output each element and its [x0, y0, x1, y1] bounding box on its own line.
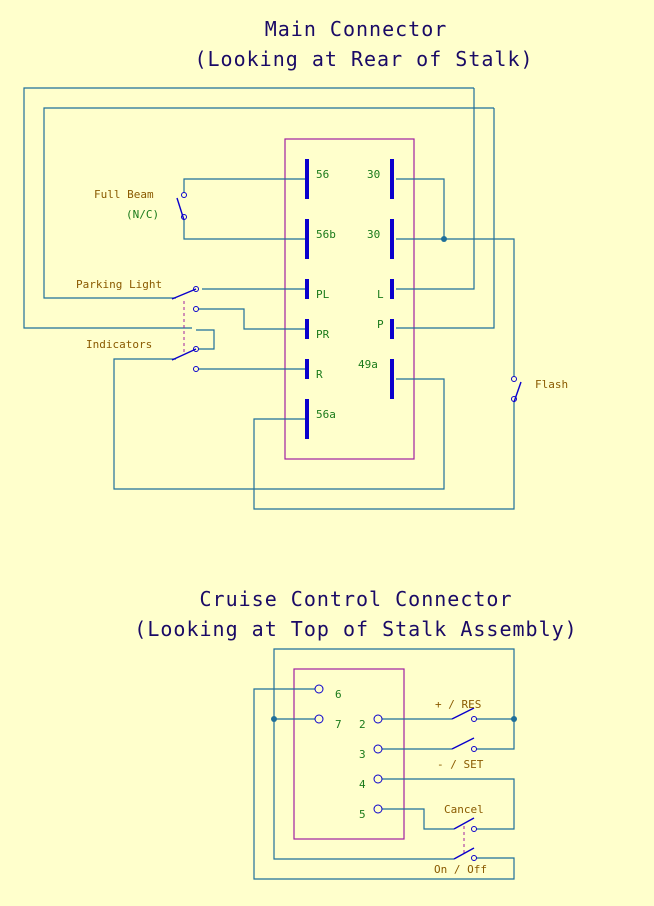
label-set: - / SET — [437, 758, 484, 771]
pin-label-6: 6 — [335, 688, 342, 701]
pin-label-2: 2 — [359, 718, 366, 731]
cruise-wires — [253, 648, 515, 880]
cruise-connector-body — [293, 668, 405, 840]
pin-label-3: 3 — [359, 748, 366, 761]
full-beam-switch — [176, 192, 187, 221]
label-cancel: Cancel — [444, 803, 484, 816]
label-parking-light: Parking Light — [76, 278, 162, 291]
main-connector-body — [284, 138, 415, 460]
pin-label-56b: 56b — [316, 228, 336, 241]
onoff-switch — [453, 847, 477, 861]
pin-label-56: 56 — [316, 168, 329, 181]
pin-label-r: R — [316, 368, 323, 381]
parking-light-switch — [171, 286, 199, 312]
terminal-7 — [314, 714, 324, 724]
junction-dot-30 — [441, 236, 447, 242]
label-indicators: Indicators — [86, 338, 152, 351]
terminal-4 — [373, 774, 383, 784]
cruise-title-line1: Cruise Control Connector — [200, 587, 513, 611]
pin-label-30a: 30 — [367, 168, 380, 181]
indicators-switch — [171, 346, 199, 372]
label-flash: Flash — [535, 378, 568, 391]
pin-label-pl: PL — [316, 288, 330, 301]
label-full-beam: Full Beam — [94, 188, 154, 201]
junction-dot-res — [511, 716, 517, 722]
pin-label-7: 7 — [335, 718, 342, 731]
pin-label-49a: 49a — [358, 358, 378, 371]
set-switch — [451, 737, 477, 752]
pin-label-pr: PR — [316, 328, 330, 341]
terminal-3 — [373, 744, 383, 754]
junction-dot-7 — [271, 716, 277, 722]
pin-label-p: P — [377, 318, 384, 331]
terminal-2 — [373, 714, 383, 724]
flash-switch — [511, 376, 522, 403]
res-switch — [451, 707, 477, 722]
main-title-line2: (Looking at Rear of Stalk) — [194, 47, 533, 71]
pin-label-4: 4 — [359, 778, 366, 791]
terminal-6 — [314, 684, 324, 694]
main-wires — [23, 87, 515, 510]
label-res: + / RES — [435, 698, 481, 711]
cancel-switch — [453, 817, 477, 832]
terminal-5 — [373, 804, 383, 814]
pin-label-l: L — [377, 288, 384, 301]
pin-label-56a: 56a — [316, 408, 336, 421]
label-nc: (N/C) — [126, 208, 159, 221]
label-onoff: On / Off — [434, 863, 487, 876]
main-title-line1: Main Connector — [265, 17, 448, 41]
cruise-title-line2: (Looking at Top of Stalk Assembly) — [134, 617, 577, 641]
pin-label-30b: 30 — [367, 228, 380, 241]
pin-label-5: 5 — [359, 808, 366, 821]
cruise-terminals — [314, 684, 383, 814]
